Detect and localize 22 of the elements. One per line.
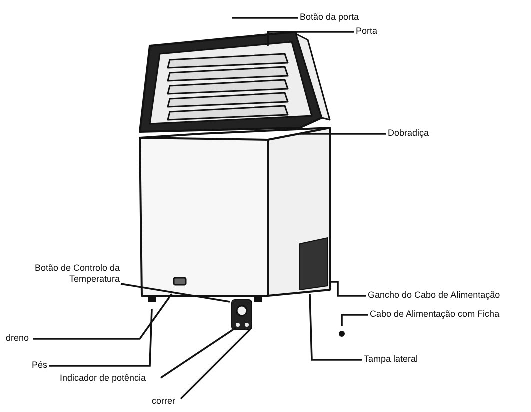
part-label: Gancho do Cabo de Alimentação bbox=[368, 290, 500, 301]
leader-line bbox=[232, 17, 298, 19]
leader-line bbox=[300, 133, 386, 135]
part-label: Dobradiça bbox=[388, 128, 430, 139]
part-label: correr bbox=[152, 396, 176, 407]
leader-line bbox=[267, 31, 354, 46]
part-label: Porta bbox=[356, 26, 378, 37]
part-label: dreno bbox=[6, 333, 30, 344]
leader-line bbox=[331, 281, 366, 297]
part-label: Botão da porta bbox=[300, 12, 360, 23]
leader-line bbox=[341, 314, 368, 326]
leader-line bbox=[180, 329, 251, 400]
leader-line bbox=[309, 294, 362, 361]
leader-line bbox=[33, 293, 173, 340]
leader-line bbox=[120, 283, 230, 303]
leader-line bbox=[160, 327, 236, 379]
part-label: Indicador de potência bbox=[60, 373, 146, 384]
leader-line bbox=[49, 308, 153, 367]
part-label: Botão de Controlo da Temperatura bbox=[8, 263, 120, 285]
part-label: Tampa lateral bbox=[364, 354, 418, 365]
part-label: Pés bbox=[32, 360, 48, 371]
part-label: Cabo de Alimentação com Ficha bbox=[370, 309, 500, 320]
